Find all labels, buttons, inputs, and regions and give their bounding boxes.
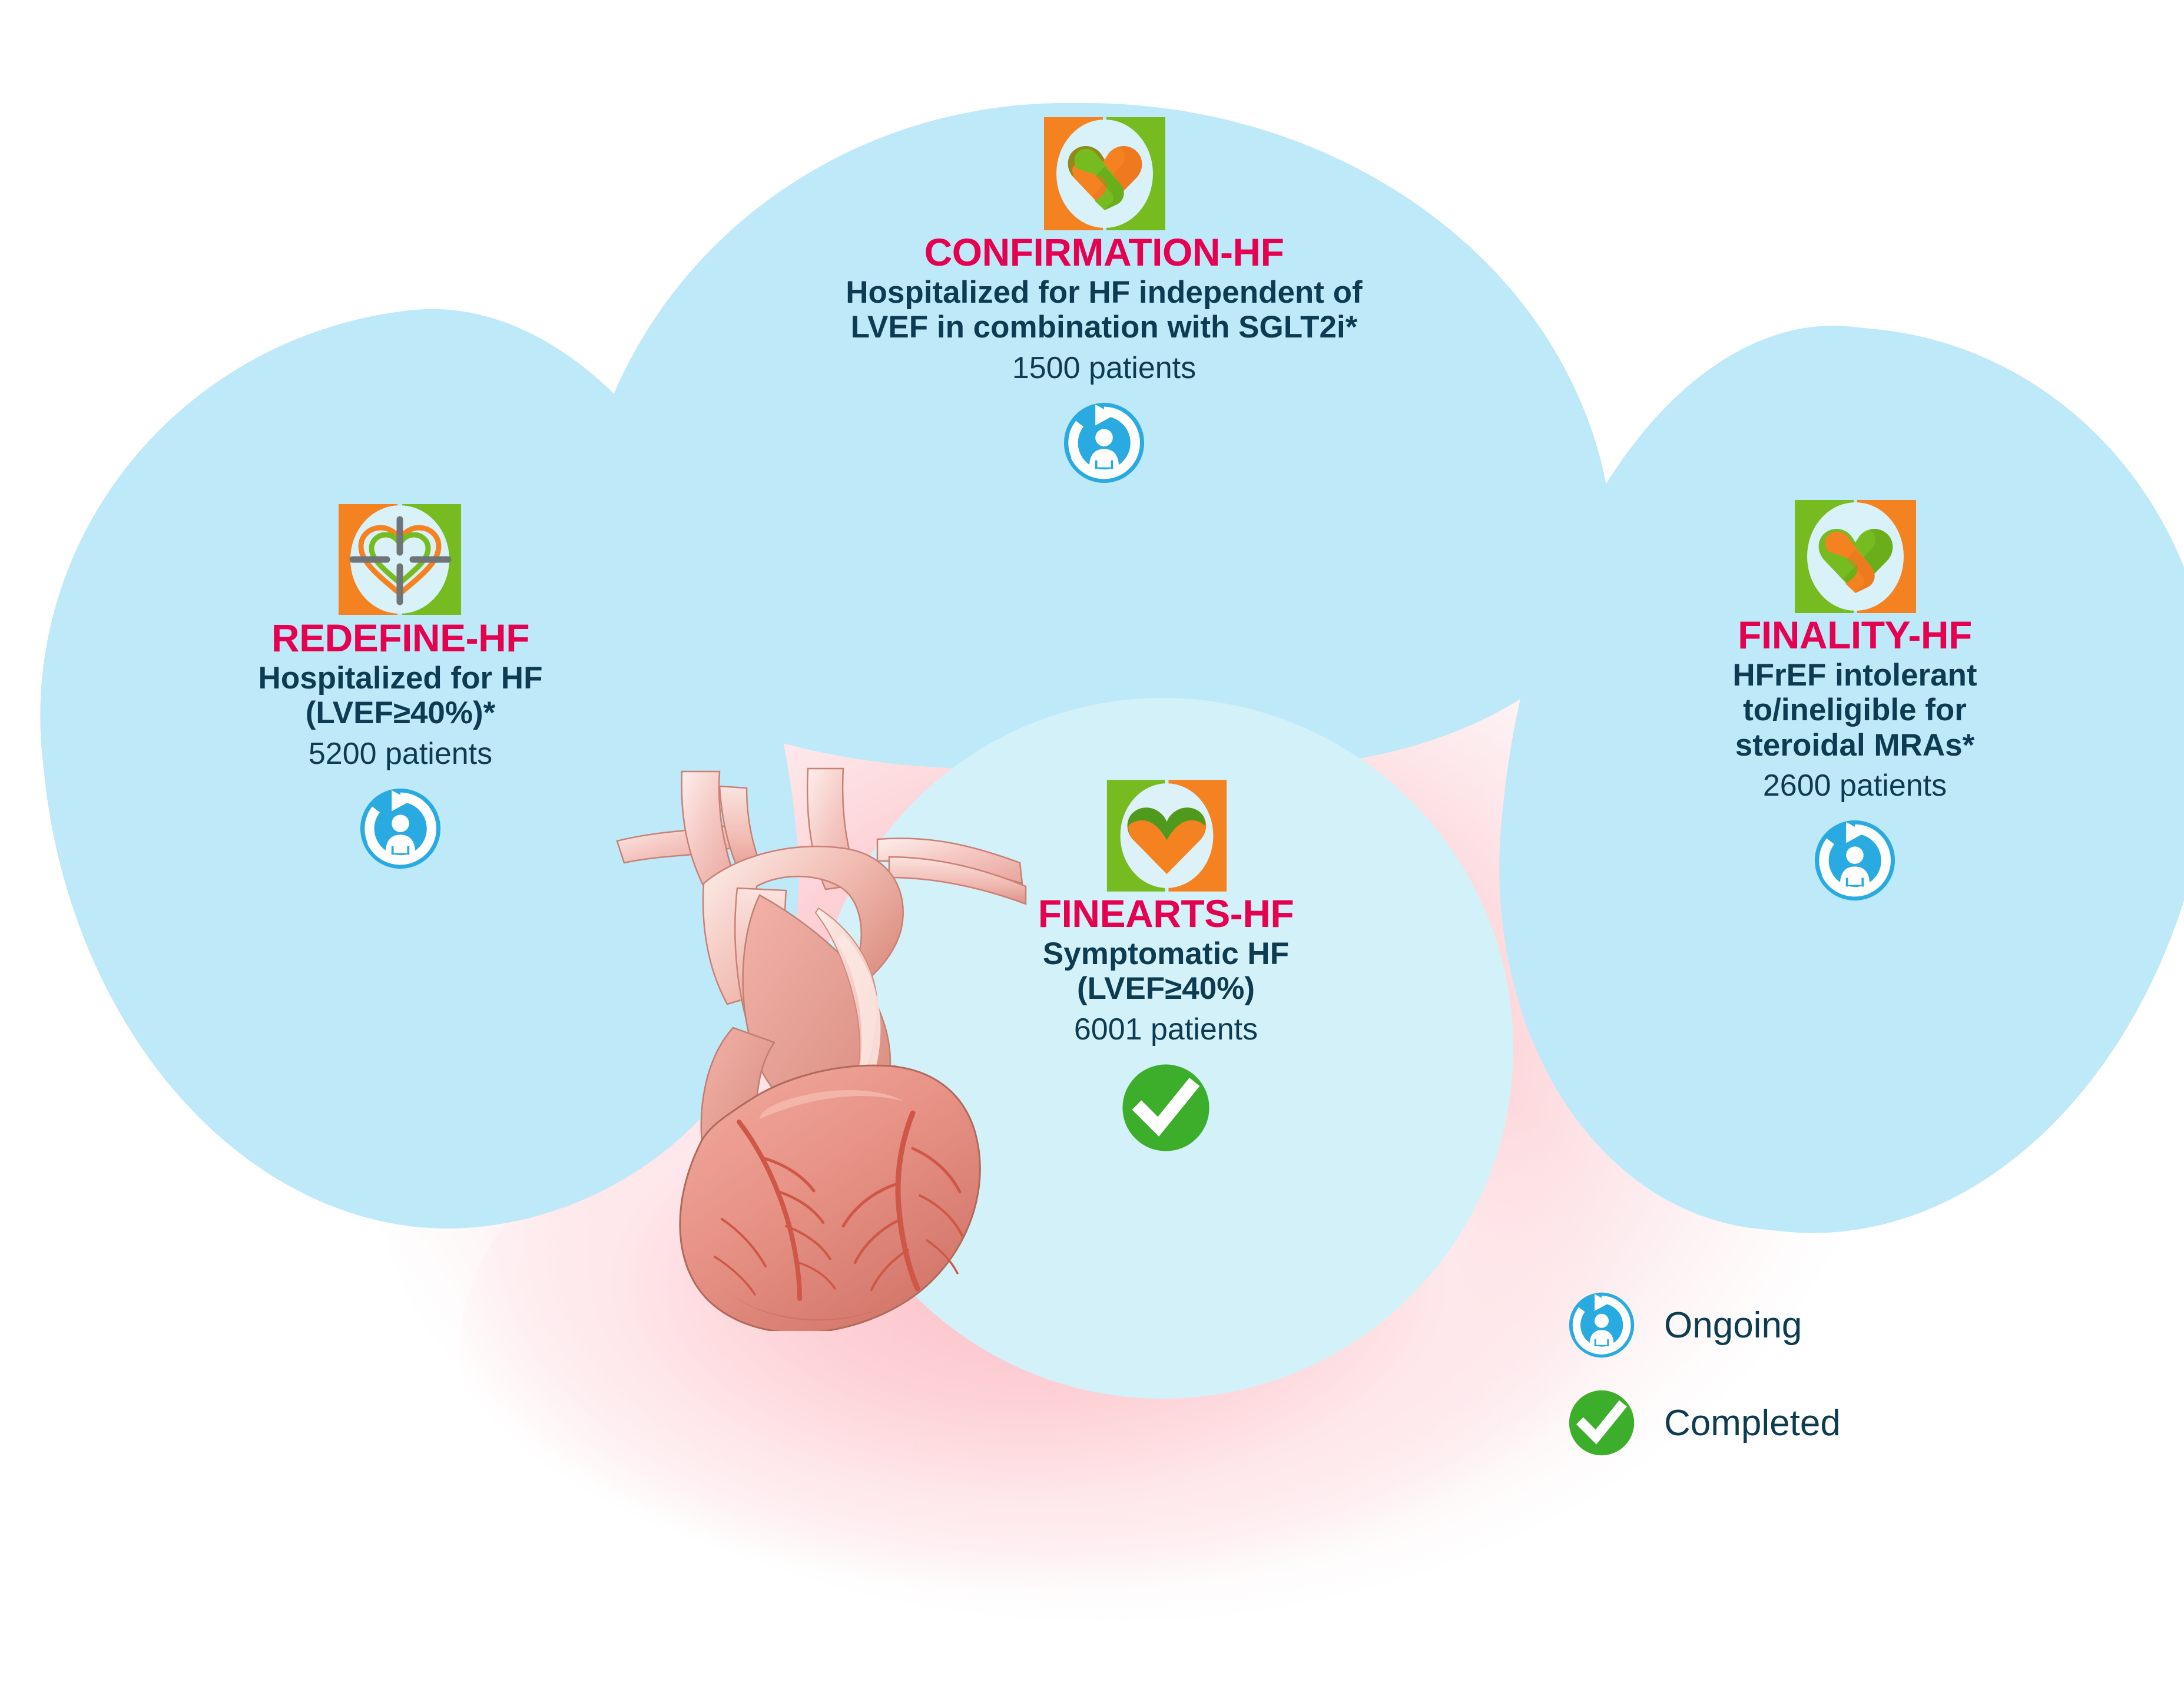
completed-icon bbox=[1122, 1064, 1209, 1151]
trial-card-finality-hf[interactable]: FINALITY-HF HFrEF intolerant to/ineligib… bbox=[1584, 498, 2126, 904]
trial-name-confirmation-hf: CONFIRMATION-HF bbox=[924, 230, 1284, 274]
trial-name-finearts-hf: FINEARTS-HF bbox=[1038, 892, 1294, 935]
patient-count-finearts-hf: 6001 patients bbox=[1073, 1012, 1258, 1047]
ongoing-icon bbox=[1569, 1292, 1635, 1358]
legend-label-ongoing: Ongoing bbox=[1664, 1304, 1802, 1346]
trial-description-line-1: Symptomatic HF bbox=[1042, 936, 1290, 971]
completed-icon bbox=[1569, 1390, 1635, 1456]
trial-card-redefine-hf[interactable]: REDEFINE-HF Hospitalized for HF (LVEF≥40… bbox=[106, 501, 695, 872]
anatomical-heart-illustration bbox=[616, 767, 1027, 1331]
legend: Ongoing Completed bbox=[1566, 1290, 1841, 1485]
trial-description-line-2: (LVEF≥40%) bbox=[1077, 971, 1255, 1006]
ongoing-icon bbox=[1814, 820, 1895, 901]
ribbon-heart-logo-reversed bbox=[1795, 500, 1916, 613]
solid-heart-logo bbox=[1106, 780, 1227, 892]
trial-description-line-2: LVEF in combination with SGLT2i* bbox=[850, 310, 1358, 345]
trial-card-confirmation-hf[interactable]: CONFIRMATION-HF Hospitalized for HF inde… bbox=[651, 115, 1557, 486]
ongoing-icon bbox=[1063, 403, 1145, 484]
patient-count-confirmation-hf: 1500 patients bbox=[1012, 350, 1197, 385]
patient-count-redefine-hf: 5200 patients bbox=[308, 736, 493, 771]
legend-item-completed: Completed bbox=[1566, 1388, 1841, 1458]
target-heart-logo bbox=[339, 504, 461, 615]
ribbon-heart-logo bbox=[1044, 117, 1165, 230]
trial-description-line-1: Hospitalized for HF independent of bbox=[846, 275, 1363, 310]
legend-label-completed: Completed bbox=[1664, 1402, 1841, 1443]
trial-description-line-1: Hospitalized for HF bbox=[258, 661, 543, 696]
trial-card-finearts-hf[interactable]: FINEARTS-HF Symptomatic HF (LVEF≥40%) 60… bbox=[907, 777, 1425, 1155]
trial-description-line-3: steroidal MRAs* bbox=[1735, 727, 1975, 763]
ongoing-icon bbox=[360, 789, 441, 869]
trial-description-line-1: HFrEF intolerant bbox=[1732, 658, 1977, 693]
legend-item-ongoing: Ongoing bbox=[1566, 1290, 1841, 1360]
trial-description-line-2: (LVEF≥40%)* bbox=[305, 696, 496, 731]
trial-name-finality-hf: FINALITY-HF bbox=[1738, 613, 1972, 657]
trial-description-line-2: to/ineligible for bbox=[1743, 693, 1967, 728]
trial-name-redefine-hf: REDEFINE-HF bbox=[271, 616, 530, 660]
patient-count-finality-hf: 2600 patients bbox=[1762, 769, 1947, 803]
